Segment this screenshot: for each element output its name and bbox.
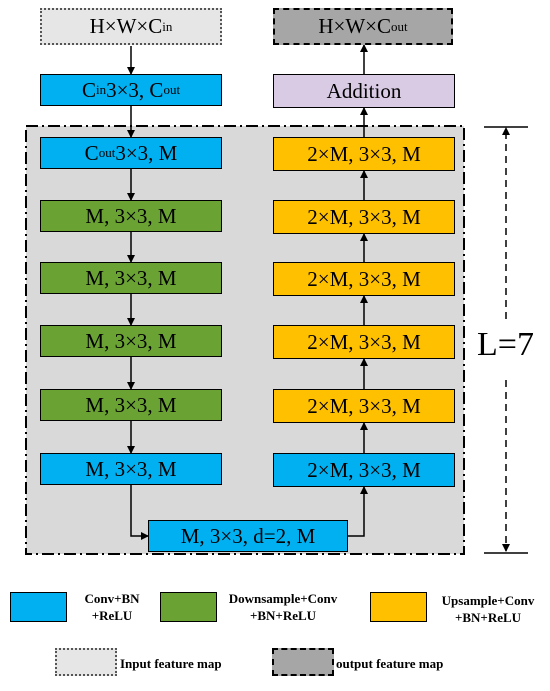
legend-conv-line2: +ReLU [91, 608, 133, 623]
bottleneck-text: M, 3×3, d=2, M [180, 523, 316, 548]
decoder-block: 2×M, 3×3, M [273, 453, 455, 487]
decoder-arrows [348, 44, 368, 537]
encoder-block-text: M, 3×3, M [85, 265, 177, 290]
legend-swatch-input [55, 648, 117, 676]
decoder-block: 2×M, 3×3, M [273, 137, 455, 171]
encoder-block-pre: C [84, 140, 99, 165]
encoder-arrows [127, 46, 149, 540]
addition-block: Addition [273, 74, 455, 108]
input-map-text: H×W×C [89, 14, 163, 38]
decoder-block: 2×M, 3×3, M [273, 262, 455, 296]
bottleneck-block: M, 3×3, d=2, M [148, 520, 348, 552]
output-map-sub: out [391, 18, 408, 34]
encoder-block-text: M, 3×3, M [85, 328, 177, 353]
decoder-block-text: 2×M, 3×3, M [307, 329, 421, 354]
first-conv-a-sub: in [95, 82, 107, 97]
legend-input: Input feature map [120, 656, 222, 671]
first-conv-a: C [81, 77, 96, 102]
legend-swatch-conv [10, 592, 67, 622]
legend-up-line2: +BN+ReLU [454, 610, 522, 625]
decoder-block-text: 2×M, 3×3, M [307, 204, 421, 229]
decoder-block-text: 2×M, 3×3, M [307, 266, 421, 291]
legend-swatch-output [272, 648, 334, 676]
encoder-block-pre-sub: out [98, 145, 116, 160]
legend-down-line1: Downsample+Conv [228, 591, 338, 606]
output-map-text: H×W×C [318, 14, 392, 38]
input-map-sub: in [162, 18, 173, 34]
encoder-block: M, 3×3, M [40, 453, 222, 485]
legend-swatch-up [370, 592, 427, 622]
decoder-block-text: 2×M, 3×3, M [307, 141, 421, 166]
encoder-block-text: M, 3×3, M [85, 203, 177, 228]
legend-swatch-down [160, 592, 217, 622]
legend-down: Downsample+Conv +BN+ReLU [218, 590, 348, 624]
legend-conv: Conv+BN +ReLU [72, 590, 152, 624]
encoder-block: M, 3×3, M [40, 200, 222, 232]
encoder-block: M, 3×3, M [40, 325, 222, 357]
legend-down-line2: +BN+ReLU [249, 608, 317, 623]
depth-dimension [484, 126, 528, 554]
depth-label: L=7 [477, 326, 534, 364]
encoder-block-text: M, 3×3, M [85, 392, 177, 417]
addition-text: Addition [326, 78, 402, 103]
first-conv-b-sub: out [163, 82, 181, 97]
legend-output: output feature map [336, 656, 444, 671]
legend-up-line1: Upsample+Conv [441, 593, 535, 608]
decoder-block-text: 2×M, 3×3, M [307, 393, 421, 418]
decoder-block: 2×M, 3×3, M [273, 325, 455, 359]
decoder-block: 2×M, 3×3, M [273, 200, 455, 234]
first-conv-b: 3×3, C [106, 77, 164, 102]
encoder-block: M, 3×3, M [40, 389, 222, 421]
legend-conv-line1: Conv+BN [84, 591, 140, 606]
decoder-block-text: 2×M, 3×3, M [307, 457, 421, 482]
decoder-block: 2×M, 3×3, M [273, 389, 455, 423]
legend-up: Upsample+Conv +BN+ReLU [428, 592, 548, 626]
encoder-block: M, 3×3, M [40, 262, 222, 294]
encoder-block-text: M, 3×3, M [85, 456, 177, 481]
encoder-block-text: 3×3, M [115, 140, 178, 165]
